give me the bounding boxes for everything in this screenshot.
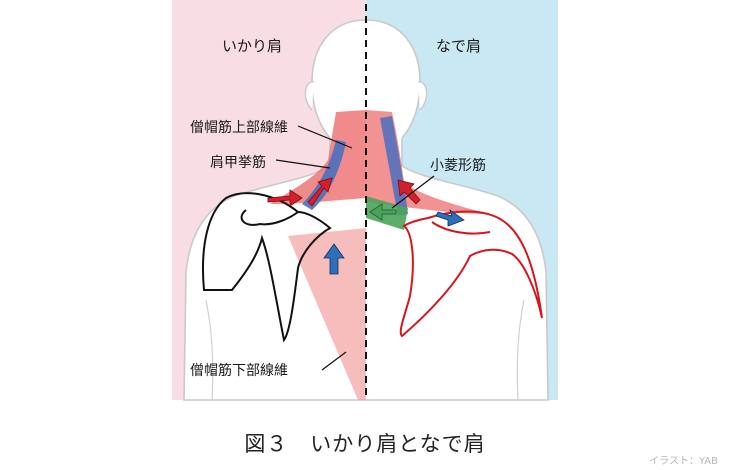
arrow-right-blue-right <box>435 208 465 227</box>
label-rhomboid-minor: 小菱形筋 <box>430 158 486 174</box>
leader-rhomboid-minor <box>391 175 435 209</box>
levator-scapulae-muscle-left <box>302 140 346 210</box>
left-panel-title: いかり肩 <box>222 37 283 55</box>
label-upper-trapezius: 僧帽筋上部線維 <box>190 120 288 136</box>
illustration-credit: イラスト：YAB <box>649 456 718 467</box>
scapula-outline-right <box>399 210 543 338</box>
figure-caption: 図３ いかり肩となで肩 <box>244 432 486 456</box>
label-lower-trapezius: 僧帽筋下部線維 <box>190 363 288 379</box>
arm-contour-right <box>516 299 525 401</box>
arm-contour-left <box>205 299 214 401</box>
leader-upper-trapezius <box>297 125 353 149</box>
scapula-outline-left <box>201 192 332 343</box>
arrow-left-blue-up <box>323 243 345 275</box>
left-ear <box>304 81 315 111</box>
upper-trapezius-muscle-left <box>270 110 366 204</box>
arrow-left-horizontal <box>267 189 303 207</box>
leader-levator-scapulae <box>275 159 331 169</box>
leader-lower-trapezius <box>321 351 347 371</box>
label-levator-scapulae: 肩甲挙筋 <box>210 155 266 171</box>
arrow-right-green-left <box>369 203 397 221</box>
arrow-right-red-up <box>397 179 421 205</box>
lower-trapezius-muscle <box>288 228 366 400</box>
right-ear <box>417 81 428 111</box>
arrow-left-diagonal-up <box>307 177 333 207</box>
right-panel-title: なで肩 <box>436 37 482 55</box>
